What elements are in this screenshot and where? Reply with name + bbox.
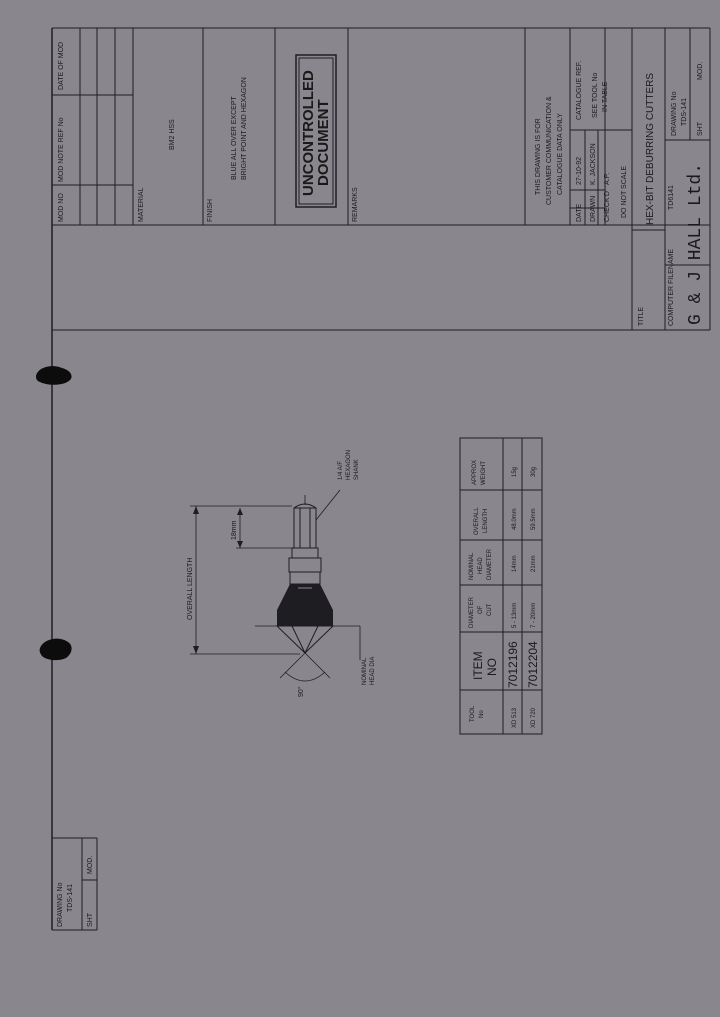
row2-tool-no: XD 720 [531,707,537,728]
drawn-value: K. JACKSON [590,143,597,185]
header-weight-line1: APPROX [472,460,478,485]
row1-weight: 15g [512,467,518,477]
header-cut-dia-line3: CUT [487,603,493,616]
mod-no-header: MOD NO [58,193,65,222]
row2-head-dia: 21mm [531,555,537,572]
checked-label: CHECK'D [604,191,611,222]
overall-length-label: OVERALL LENGTH [187,558,194,620]
drawing-no-label: DRAWING No [671,91,678,136]
header-overall-length-line1: OVERALL [474,507,480,535]
hex-note-line1: 1/4 A/F [338,461,344,480]
computer-filename-label: COMPUTER FILENAME [668,249,675,326]
material-value: BM2 HSS [169,119,176,150]
bottom-sht-label: SHT [87,912,94,927]
bottom-drawing-no-label: DRAWING No [57,882,64,927]
catalogue-ref-value2: IN TABLE [602,81,609,112]
finish-label: FINISH [207,199,214,222]
header-head-dia-line1: NOMINAL [469,552,475,580]
catalogue-ref-label: CATALOGUE REF. [576,61,583,120]
remarks-label: REMARKS [352,187,359,222]
header-head-dia-line3: DIAMETER [487,548,493,580]
hex-shank [293,507,317,549]
bottom-mod-label: MOD. [87,856,94,874]
checked-value: A.P. [604,173,611,185]
shank-length-label: 18mm [231,520,238,540]
mod-label: MOD. [697,62,704,80]
header-tool-no-line2: No [479,710,485,718]
angle-label: 90° [297,686,305,697]
cutter-drawing [275,495,335,682]
note-line3: CATALOGUE DATA ONLY [557,113,564,195]
note-line2: CUSTOMER COMMUNICATION & [546,96,553,205]
header-cut-dia-line1: DIAMETER [469,596,475,628]
company-logo-text: G & J HALL Ltd. [686,163,706,325]
bottom-drawing-no-value: TDS-141 [67,884,74,912]
punch-hole-upper [36,366,72,385]
hex-note-line2: HEXAGON [346,450,352,480]
date-label: DATE [576,204,583,222]
row1-cut-dia: 5 - 13mm [512,603,518,628]
uncontrolled-stamp-line2: DOCUMENT [315,99,332,186]
sht-label: SHT [697,121,704,136]
do-not-scale: DO NOT SCALE [621,166,628,218]
header-overall-length-line2: LENGTH [483,509,489,533]
date-of-mod-header: DATE OF MOD [58,42,65,90]
row1-item-no: 7012196 [506,641,520,688]
title-block [52,28,710,331]
overall-length-dimension [190,489,361,660]
header-weight-line2: WEIGHT [481,461,487,485]
hex-note-line3: SHANK [354,459,360,480]
catalogue-ref-value1: SEE TOOL No [592,73,599,118]
drawing-title: HEX-BIT DEBURRING CUTTERS [645,73,656,225]
computer-filename-value: TD6141 [668,185,675,210]
cutter-point [275,625,335,654]
header-cut-dia-line2: OF [478,605,484,614]
tool-data-table [459,437,543,735]
row1-tool-no: XD 513 [512,707,518,728]
uncontrolled-stamp-line1: UNCONTROLLED [300,70,317,196]
header-item-no-line1: ITEM [471,651,485,680]
header-head-dia-line2: HEAD [478,557,484,574]
row2-item-no: 7012204 [526,641,540,688]
drawn-label: DRAWN [590,196,597,222]
drawing-no-value: TDS-141 [681,98,688,126]
row2-weight: 30g [531,467,537,477]
punch-hole-lower [39,638,72,661]
date-value: 27-10-92 [576,157,583,185]
title-label: TITLE [638,307,645,326]
finish-value-line1: BLUE ALL OVER EXCEPT [231,96,238,180]
note-line1: THIS DRAWING IS FOR [535,118,542,195]
header-item-no-line2: NO [485,658,499,676]
cutter-head [277,584,333,626]
row1-head-dia: 14mm [512,555,518,572]
row2-overall-length: 59.5mm [531,508,537,530]
material-label: MATERIAL [138,187,145,222]
finish-value-line2: BRIGHT POINT AND HEXAGON [241,77,248,180]
mod-note-ref-header: MOD NOTE REF No [58,117,65,182]
nominal-head-dia-line1: NOMINAL [362,657,368,685]
bottom-drawing-number-block [52,837,98,931]
header-tool-no-line1: TOOL [470,705,476,722]
angle-arc [284,671,326,682]
nominal-head-dia-line2: HEAD DIA [370,657,376,685]
row2-cut-dia: 7 - 20mm [531,603,537,628]
row1-overall-length: 48.0mm [512,508,518,530]
